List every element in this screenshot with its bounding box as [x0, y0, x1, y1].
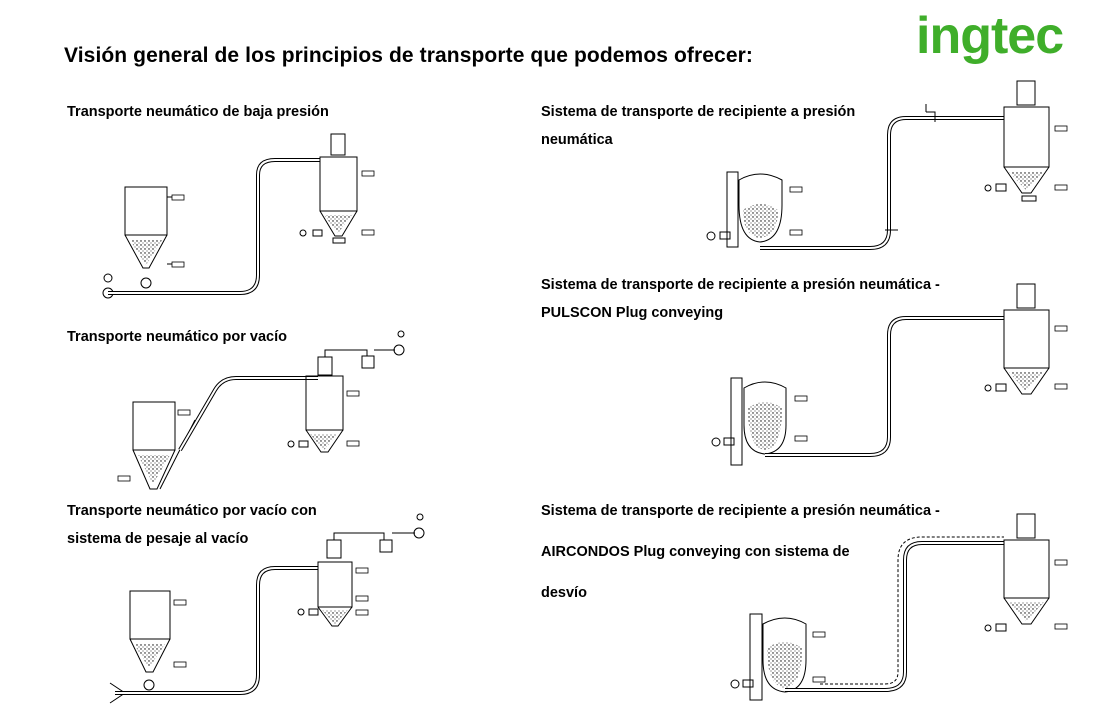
diagram-vacuum [117, 330, 405, 490]
page-title: Visión general de los principios de tran… [64, 44, 753, 67]
label-aircondos-1: Sistema de transporte de recipiente a pr… [541, 503, 940, 519]
label-vacuum: Transporte neumático por vacío [67, 329, 287, 345]
label-pressure-vessel-1: Sistema de transporte de recipiente a pr… [541, 104, 856, 120]
diagram-vacuum-weighing [109, 513, 425, 704]
diagram-low-pressure [102, 133, 375, 299]
label-pulscon-2: PULSCON Plug conveying [541, 305, 724, 321]
label-vacuum-weighing-1: Transporte neumático por vacío con [67, 503, 317, 519]
diagram-aircondos [730, 513, 1068, 701]
diagram-pulscon [711, 283, 1068, 466]
label-aircondos-3: desvío [541, 585, 587, 601]
diagram-pressure-vessel [706, 80, 1068, 250]
label-low-pressure: Transporte neumático de baja presión [67, 104, 329, 120]
label-aircondos-2: AIRCONDOS Plug conveying con sistema de [541, 544, 850, 560]
label-pressure-vessel-2: neumática [541, 132, 613, 148]
ingtec-logo: ingtec [916, 7, 1064, 65]
label-vacuum-weighing-2: sistema de pesaje al vacío [67, 531, 249, 547]
label-pulscon-1: Sistema de transporte de recipiente a pr… [541, 277, 940, 293]
